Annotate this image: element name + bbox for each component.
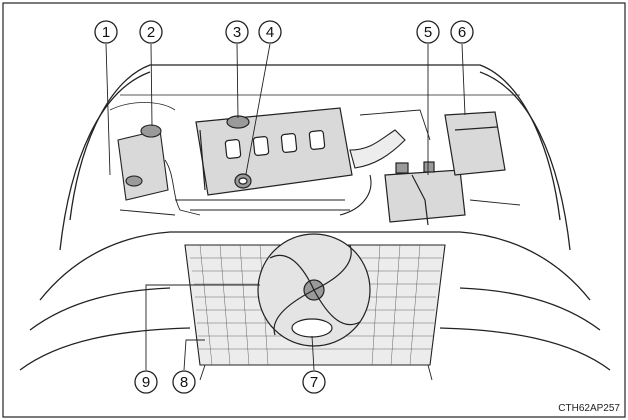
callout-7: 7 [302, 370, 326, 394]
coolant-reservoir [117, 124, 169, 201]
callout-4: 4 [258, 20, 282, 44]
callout-label-2: 2 [147, 24, 155, 41]
vehicle-body-outline [19, 64, 611, 371]
leader-lines [105, 43, 466, 371]
intake-hose [339, 129, 406, 216]
leader-line-9 [145, 284, 260, 370]
callout-label-5: 5 [424, 24, 432, 41]
callout-6: 6 [450, 20, 474, 44]
callout-markers: 1 2 3 4 5 6 7 8 9 [94, 20, 474, 394]
callout-label-8: 8 [180, 374, 188, 391]
leader-line-8 [183, 339, 205, 371]
callout-3: 3 [225, 20, 249, 44]
engine-cover [195, 107, 353, 196]
callout-2: 2 [139, 20, 163, 44]
callout-1: 1 [94, 20, 118, 44]
callout-label-3: 3 [233, 24, 241, 41]
leader-line-3 [236, 43, 239, 119]
callout-label-6: 6 [458, 24, 466, 41]
engine-bay-details [119, 109, 521, 381]
leader-line-2 [150, 43, 153, 127]
callout-label-7: 7 [310, 374, 318, 391]
callout-label-1: 1 [102, 24, 110, 41]
image-code-label: CTH62AP257 [558, 403, 620, 414]
leader-line-6 [461, 43, 466, 116]
leader-line-4 [245, 43, 271, 175]
callout-label-4: 4 [266, 24, 274, 41]
fuse-box [444, 111, 506, 176]
callout-8: 8 [172, 370, 196, 394]
battery [384, 161, 466, 226]
callout-9: 9 [134, 370, 158, 394]
callout-5: 5 [416, 20, 440, 44]
leader-line-7 [311, 335, 315, 371]
leader-line-1 [105, 43, 111, 176]
cooling-fan [257, 233, 371, 347]
callout-label-9: 9 [142, 374, 150, 391]
